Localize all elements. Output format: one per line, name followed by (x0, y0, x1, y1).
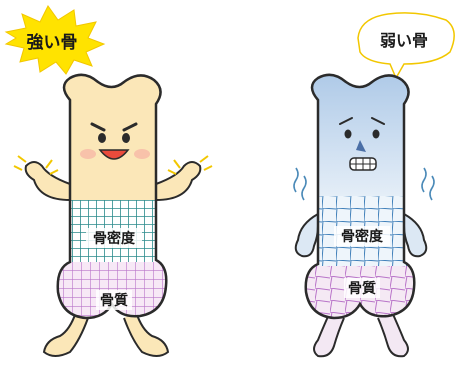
strong-left-arm (24, 161, 71, 201)
strong-bone-character: 強い骨 (4, 5, 213, 357)
strong-quality-label: 骨質 (100, 292, 128, 309)
weak-quality-label-bg (344, 278, 380, 298)
strong-density-label: 骨密度 (93, 230, 136, 247)
weak-density-label-bg (334, 226, 390, 246)
weak-bone-character: 弱い骨 (293, 12, 455, 358)
strong-title: 強い骨 (27, 32, 78, 53)
strong-quality-label-bg (96, 290, 132, 310)
strong-density-label-bg (86, 228, 142, 248)
weak-right-leg (377, 311, 409, 358)
weak-density-label: 骨密度 (341, 228, 384, 245)
weak-left-arm (294, 213, 319, 258)
weak-quality-label: 骨質 (348, 280, 376, 297)
weak-title-bubble (357, 12, 455, 80)
weak-shiver-lines (293, 167, 435, 201)
weak-bone-outline (304, 73, 416, 320)
strong-face (80, 122, 150, 160)
strong-flex-lines (13, 155, 213, 175)
strong-left-leg (42, 311, 89, 357)
strong-right-leg (123, 311, 170, 357)
weak-right-arm (403, 213, 428, 258)
strong-title-burst (4, 5, 106, 75)
weak-left-leg (313, 311, 345, 358)
weak-face (339, 117, 385, 171)
strong-right-arm (155, 161, 202, 201)
strong-bone-outline (56, 73, 168, 320)
weak-title: 弱い骨 (380, 31, 428, 50)
